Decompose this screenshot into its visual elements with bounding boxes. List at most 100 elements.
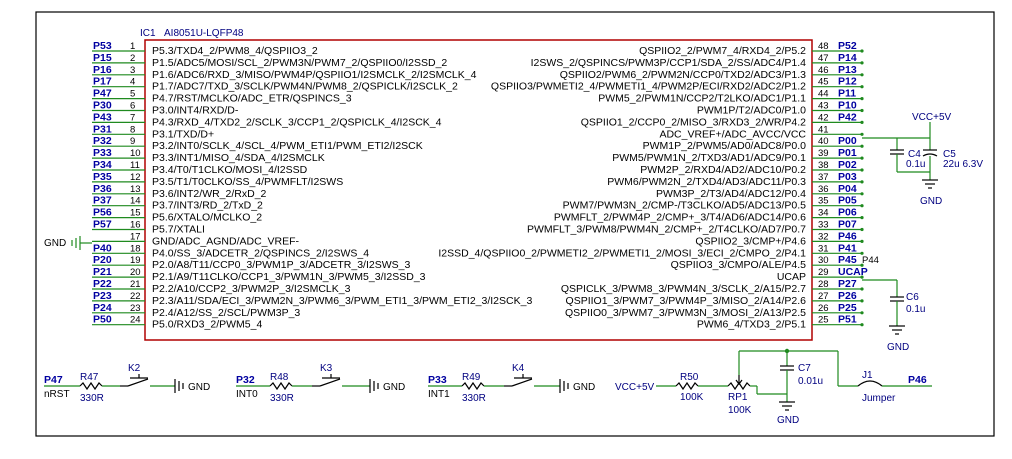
pin-number-left: 8	[130, 124, 135, 135]
pin-function-right: PWMFLT_3/PWM8/PWM4N_2/CMP+_2/T4CLKO/AD7/…	[527, 224, 806, 236]
pin-net-label-left: P32	[93, 135, 112, 147]
pin-function-right: PWM1P_2/PWM5/AD0/ADC8/P0.0	[643, 140, 807, 152]
r48-val: 330R	[270, 393, 294, 404]
pin-number-right: 30	[818, 255, 829, 266]
pin-number-left: 14	[130, 196, 141, 207]
k4-ref: K4	[512, 363, 525, 374]
ic-ref: IC1	[140, 28, 156, 39]
pin-function-right: I2SSD_4/QSPIIO0_2/PWMETI2_2/PWMETI1_2/MO…	[438, 247, 806, 259]
pot-net-p46: P46	[908, 374, 927, 386]
pin-function-right: ADC_VREF+/ADC_AVCC/VCC	[659, 128, 806, 140]
pin-number-right: 43	[818, 101, 829, 112]
pin-end-dot	[860, 73, 864, 77]
c4-val: 0.1u	[906, 159, 925, 170]
pin-function-left: P5.7/XTALI	[152, 224, 205, 236]
pot-vcc-label: VCC+5V	[615, 382, 655, 393]
pin-net-label-right: P05	[838, 195, 857, 207]
pin-function-left: P2.4/A12/SS_2/SCL/PWM3P_3	[152, 307, 300, 319]
pin-end-dot	[860, 227, 864, 232]
pin-function-left: P2.1/A9/T11CLKO/CCP1_3/PWM1N_3/PWM5_3/I2…	[152, 271, 426, 283]
pin-number-left: 4	[130, 77, 135, 88]
k3-ref: K3	[320, 363, 333, 374]
k2-gnd: GND	[188, 382, 210, 393]
pin-net-label-right: P25	[838, 302, 857, 314]
pin-number-right: 47	[818, 53, 829, 64]
pin-function-right: PWM3P_2/T3/AD4/ADC12/P0.4	[656, 188, 806, 200]
p47-net: P47	[44, 374, 63, 386]
j1-ref: J1	[862, 370, 873, 381]
pin-end-dot	[860, 156, 864, 160]
c6-ref: C6	[906, 292, 919, 303]
pin-function-left: P3.5/T1/T0CLKO/SS_4/PWMFLT/I2SWS	[152, 176, 343, 188]
pin-number-left: 10	[130, 148, 141, 159]
pin-number-left: 3	[130, 65, 135, 76]
pin-function-left: P4.7/RST/MCLKO/ADC_ETR/QSPINCS_3	[152, 93, 352, 105]
r49-ref: R49	[462, 372, 481, 383]
pin-number-right: 34	[818, 208, 829, 219]
pin-function-left: P1.6/ADC6/RXD_3/MISO/PWM4P/QSPIIO1/I2SMC…	[152, 69, 477, 81]
pin-end-dot	[860, 263, 864, 267]
pin-net-label-right: P45	[838, 254, 857, 266]
pin-number-left: 2	[130, 53, 135, 64]
pin-number-left: 20	[130, 267, 141, 278]
pin-net-label-right: P51	[838, 314, 857, 326]
pin-net-label-right: P46	[838, 230, 857, 242]
pin-net-label-left: P57	[93, 219, 112, 231]
pin-end-dot	[860, 275, 864, 279]
sheet-frame	[35, 11, 995, 437]
pin-number-left: 13	[130, 184, 141, 195]
r49-val: 330R	[462, 393, 486, 404]
r50-ref: R50	[680, 372, 699, 383]
pin-net-label-left: P17	[93, 76, 112, 88]
k4-gnd: GND	[573, 382, 595, 393]
pin-function-right: PWM1P/T2/ADC0/P1.0	[697, 105, 806, 117]
c4-ref: C4	[908, 149, 921, 160]
pin-number-right: 26	[818, 303, 829, 314]
pin-function-left: P3.1/TXD/D+	[152, 128, 214, 140]
pin-net-label-left: P56	[93, 207, 112, 219]
pin-net-label-right: P07	[838, 219, 857, 231]
pin-net-label-right: UCAP	[838, 266, 868, 278]
pin-net-label-left: P37	[93, 195, 112, 207]
pin-function-left: P3.0/INT4/RXD/D-	[152, 105, 239, 117]
pin-number-left: 22	[130, 291, 141, 302]
left-gnd	[71, 236, 92, 250]
pin-net-label-left: P36	[93, 183, 112, 195]
c5-ref: C5	[943, 149, 956, 160]
p32-sub: INT0	[236, 389, 258, 400]
pin-net-label-left: P34	[93, 159, 112, 171]
pin-function-left: P5.3/TXD4_2/PWM8_4/QSPIIO3_2	[152, 45, 318, 57]
pin-net-label-left: P30	[93, 100, 112, 112]
pin-function-left: P1.5/ADC5/MOSI/SCL_2/PWM3N/PWM7_2/QSPIIO…	[152, 57, 447, 69]
pin-net-label-right: P52	[838, 40, 857, 52]
pin-number-right: 38	[818, 160, 829, 171]
pin-function-left: P2.2/A10/CCP2_3/PWM2P_3/I2SMCLK_3	[152, 283, 351, 295]
p32-net: P32	[236, 374, 255, 386]
pin-function-right: QSPICLK_3/PWM8_3/PWM4N_3/SCLK_2/A15/P2.7	[561, 283, 806, 295]
pin-net-label-left: P23	[93, 290, 112, 302]
pin-function-right: QSPIIO2/PWM6_2/PWM2N/CCP0/TXD2/ADC3/P1.3	[560, 69, 806, 81]
p44-label: P44	[862, 255, 879, 266]
rp1-val: 100K	[728, 405, 752, 416]
ucap-gnd-label: GND	[887, 342, 909, 353]
pin-number-right: 45	[818, 77, 829, 88]
pin-number-left: 23	[130, 303, 141, 314]
pin-number-right: 27	[818, 291, 829, 302]
pin-number-right: 37	[818, 172, 829, 183]
pin-number-right: 40	[818, 136, 829, 147]
ic-body	[144, 39, 813, 341]
c7-ref: C7	[798, 363, 811, 374]
c7-val: 0.01u	[798, 376, 823, 387]
left-gnd-label: GND	[44, 238, 66, 249]
button-circuits	[44, 374, 569, 393]
pin-number-left: 6	[130, 101, 135, 112]
pin-number-left: 9	[130, 136, 135, 147]
pin-net-label-right: P26	[838, 290, 857, 302]
p33-sub: INT1	[428, 389, 450, 400]
r47-val: 330R	[80, 393, 104, 404]
pin-function-left: P3.6/INT2/WR_2/RxD_2	[152, 188, 267, 200]
pin-end-dot	[860, 61, 864, 65]
pin-function-right: PWM2P_2/RXD4/AD2/ADC10/P0.2	[640, 164, 806, 176]
pin-net-label-right: P12	[838, 76, 857, 88]
